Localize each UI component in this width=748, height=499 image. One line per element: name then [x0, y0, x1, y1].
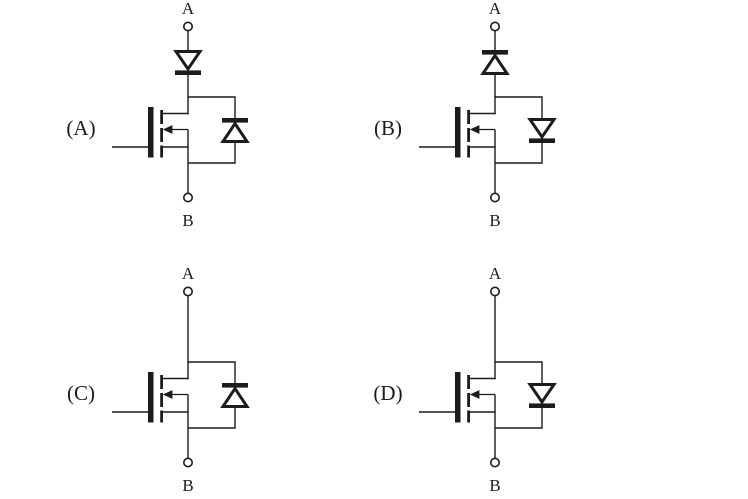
- circuit-label: (A): [66, 116, 95, 140]
- mosfet-gate-bar: [148, 107, 154, 158]
- terminal-b-label: B: [489, 211, 500, 230]
- mosfet-gate-bar: [455, 372, 461, 423]
- terminal-a-label: A: [489, 264, 502, 283]
- diode-cathode-bar: [482, 50, 508, 55]
- wire-branch-bottom: [188, 406, 236, 429]
- terminal-b-node: [183, 192, 194, 203]
- terminal-b-label: B: [182, 211, 193, 230]
- wire-branch-top: [188, 96, 236, 119]
- terminal-a-label: A: [182, 0, 195, 18]
- terminal-a-node: [490, 286, 501, 297]
- wire-branch-bottom: [495, 141, 543, 164]
- wire-branch-top: [188, 361, 236, 384]
- wire-branch-bottom: [188, 141, 236, 164]
- terminal-a-node: [490, 21, 501, 32]
- terminal-a-label: A: [182, 264, 195, 283]
- mosfet: [419, 372, 496, 423]
- wire-branch-bottom: [495, 406, 543, 429]
- circuit-B: A B (B): [374, 0, 557, 230]
- wire-branch-top: [495, 361, 543, 384]
- terminal-b-node: [183, 457, 194, 468]
- diode-triangle: [527, 383, 557, 405]
- mosfet-gate-bar: [455, 107, 461, 158]
- circuit-label: (C): [67, 381, 95, 405]
- diode-triangle: [480, 52, 510, 75]
- series-diode: [173, 50, 203, 75]
- terminal-b-node: [490, 192, 501, 203]
- circuit-label: (D): [373, 381, 402, 405]
- antiparallel-diode: [527, 118, 557, 143]
- terminal-a-node: [183, 286, 194, 297]
- circuit-label: (B): [374, 116, 402, 140]
- terminal-b-label: B: [489, 476, 500, 495]
- mosfet: [419, 107, 496, 158]
- antiparallel-diode: [220, 118, 250, 143]
- diode-cathode-bar: [529, 403, 555, 408]
- diode-triangle: [220, 385, 250, 408]
- circuit-C: A B (C): [67, 264, 250, 495]
- mosfet-body-arrow-icon: [469, 390, 480, 399]
- terminal-b-node: [490, 457, 501, 468]
- diode-cathode-bar: [529, 138, 555, 143]
- mosfet: [112, 372, 189, 423]
- circuit-D: A B (D): [373, 264, 557, 495]
- antiparallel-diode: [220, 383, 250, 408]
- diode-cathode-bar: [222, 118, 248, 123]
- circuit-A: A B (A): [66, 0, 250, 230]
- mosfet-body-arrow-icon: [162, 390, 173, 399]
- diode-triangle: [527, 118, 557, 140]
- terminal-a-node: [183, 21, 194, 32]
- wire-branch-top: [495, 96, 543, 119]
- diode-triangle: [173, 50, 203, 72]
- mosfet: [112, 107, 189, 158]
- series-diode: [480, 50, 510, 75]
- diode-cathode-bar: [175, 70, 201, 75]
- diode-triangle: [220, 120, 250, 143]
- mosfet-body-arrow-icon: [162, 125, 173, 134]
- terminal-b-label: B: [182, 476, 193, 495]
- terminal-a-label: A: [489, 0, 502, 18]
- mosfet-gate-bar: [148, 372, 154, 423]
- diode-cathode-bar: [222, 383, 248, 388]
- mosfet-body-arrow-icon: [469, 125, 480, 134]
- antiparallel-diode: [527, 383, 557, 408]
